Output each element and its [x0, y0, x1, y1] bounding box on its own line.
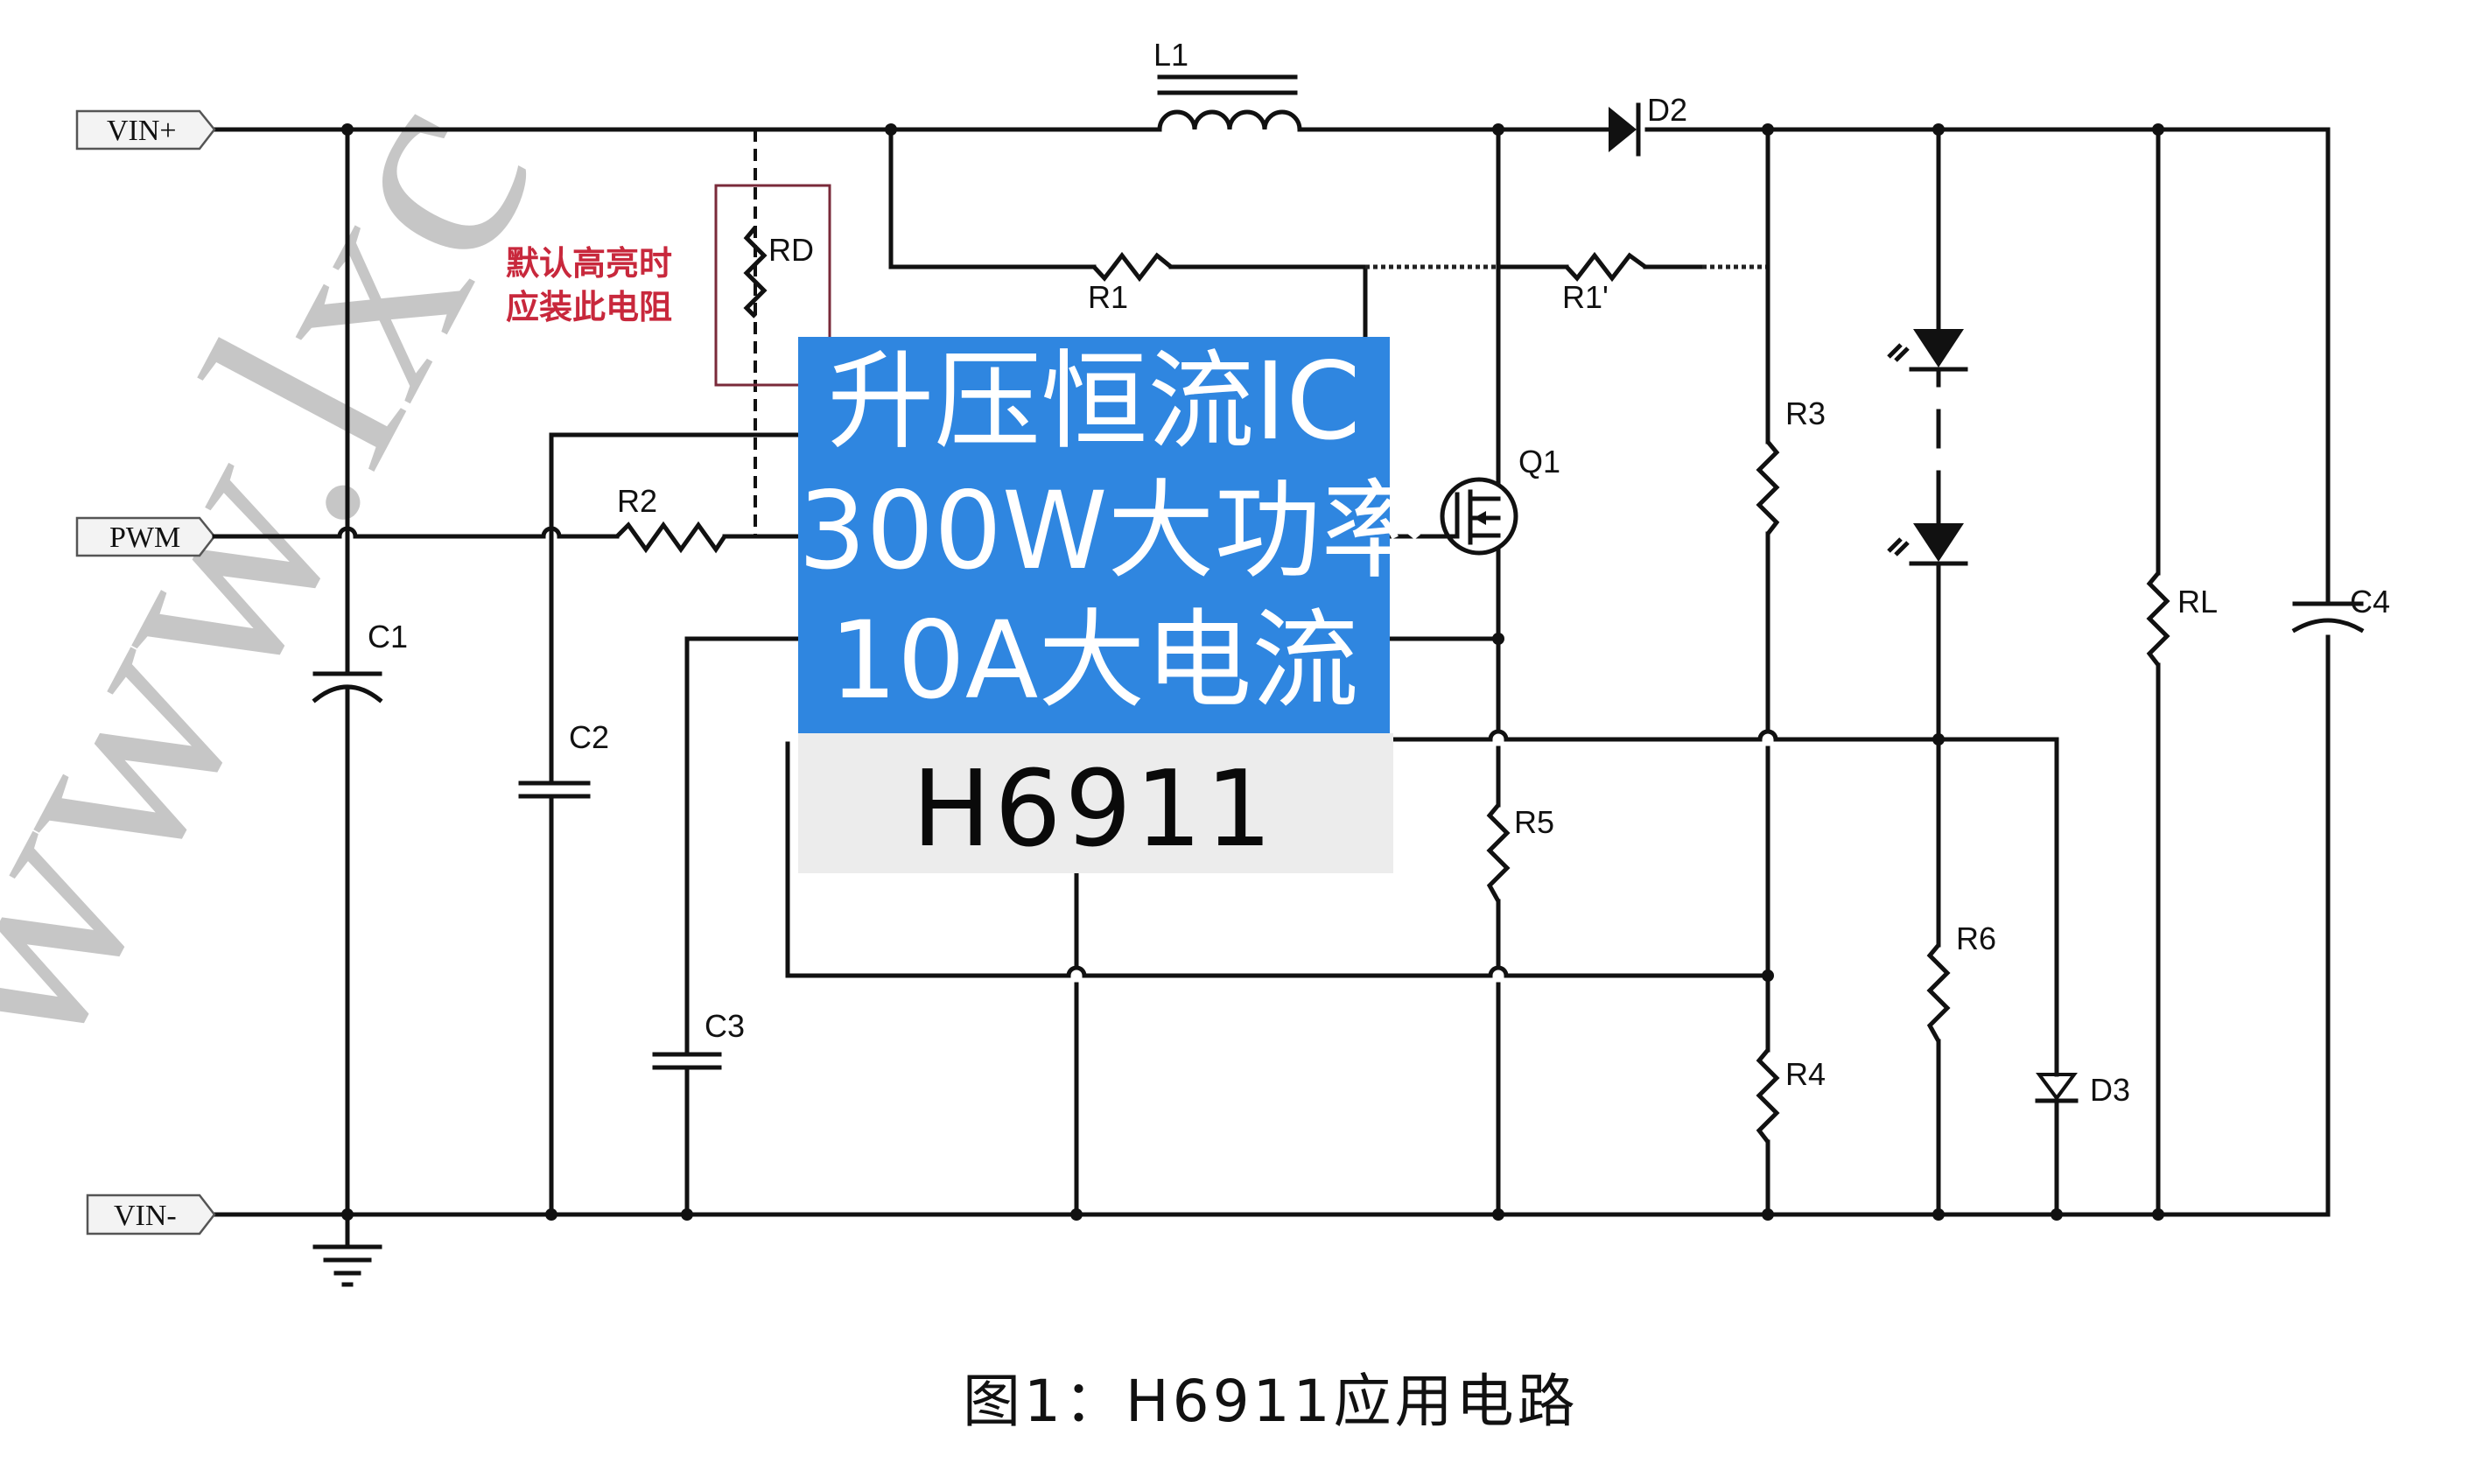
l1-inductor: L1	[1153, 37, 1302, 132]
svg-text:VIN-: VIN-	[114, 1200, 177, 1232]
sense-net	[785, 741, 1774, 1217]
ic-title-line-3: 10A大电流	[829, 598, 1359, 723]
led-string	[1887, 127, 1968, 948]
vin-plus-port: VIN+	[75, 109, 216, 150]
rl-load-resistor: RL	[2146, 127, 2218, 1217]
rd-resistor: RD	[714, 130, 831, 536]
ic-banner: 升压恒流IC 300W大功率 10A大电流	[798, 337, 1428, 733]
svg-text:C3: C3	[705, 1008, 745, 1044]
q1-mosfet: Q1	[1387, 127, 1560, 808]
r2-label: R2	[617, 483, 657, 519]
svg-text:L1: L1	[1153, 37, 1188, 73]
figure-caption: 图1：H6911应用电路	[963, 1368, 1579, 1435]
r6-resistor: R6	[1926, 920, 1996, 1217]
svg-text:D2: D2	[1647, 92, 1687, 128]
svg-text:C4: C4	[2350, 584, 2390, 620]
svg-text:R1': R1'	[1562, 279, 1609, 315]
annotation-line-2: 应装此电阻	[506, 288, 673, 326]
r1-prime-resistor: R1'	[1365, 251, 1768, 315]
svg-text:R3: R3	[1785, 396, 1826, 431]
c3-capacitor: C3	[652, 636, 801, 1217]
svg-text:C2: C2	[569, 719, 609, 755]
r5-resistor: R5	[1486, 803, 1554, 1217]
c2-capacitor: C2	[518, 432, 801, 1217]
ic-title-line-1: 升压恒流IC	[827, 340, 1361, 464]
svg-text:VIN+: VIN+	[107, 115, 177, 147]
d3-diode: D3	[2035, 737, 2130, 1217]
svg-text:D3: D3	[2090, 1072, 2130, 1108]
pwm-port: PWM	[75, 516, 216, 557]
r1-resistor: R1	[888, 127, 1368, 340]
d2-diode: D2	[1609, 92, 1687, 157]
svg-text:R4: R4	[1785, 1056, 1826, 1092]
vin-plus-rail	[212, 123, 2331, 1217]
vin-minus-port: VIN-	[86, 1194, 216, 1236]
rd-annotation: 默认高亮时 应装此电阻	[506, 242, 672, 329]
r3-resistor: R3	[1756, 127, 1826, 1053]
svg-text:R1: R1	[1088, 279, 1128, 315]
c1-capacitor: C1	[312, 127, 408, 1217]
svg-text:Q1: Q1	[1518, 444, 1560, 480]
ic-part-number: H6911	[912, 749, 1276, 871]
svg-text:RD: RD	[768, 232, 814, 268]
pwm-line: R2	[212, 483, 801, 554]
svg-text:www.lxc: www.lxc	[0, 45, 592, 1106]
watermark: www.lxc	[0, 45, 592, 1106]
svg-text:C1: C1	[368, 619, 408, 654]
svg-text:PWM: PWM	[109, 522, 180, 554]
ic-title-line-2: 300W大功率	[798, 469, 1428, 593]
c4-capacitor: C4	[2291, 584, 2390, 634]
annotation-line-1: 默认高亮时	[506, 244, 673, 283]
ic-part-box: H6911	[798, 733, 1393, 873]
ground-icon	[312, 1212, 382, 1287]
svg-text:R5: R5	[1514, 804, 1554, 840]
r4-resistor: R4	[1756, 1048, 1826, 1217]
svg-text:RL: RL	[2177, 584, 2218, 620]
vin-minus-rail	[212, 1208, 2331, 1221]
svg-text:R6: R6	[1956, 920, 1996, 956]
